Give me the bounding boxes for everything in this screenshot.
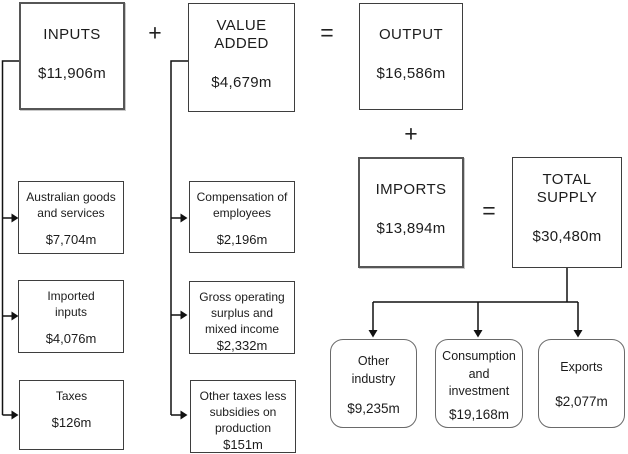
arrow-to-compensation (180, 213, 188, 223)
other-industry-value: $9,235m (347, 401, 400, 416)
arrow-to-australian-goods (11, 213, 19, 223)
imports-title: IMPORTS (375, 181, 447, 198)
australian-goods-title: Australian goods and services (26, 190, 116, 220)
equals-operator-top: = (320, 19, 334, 46)
output-box: OUTPUT $16,586m (359, 3, 463, 110)
inputs-box: INPUTS $11,906m (19, 2, 125, 110)
imported-inputs-box: Imported inputs $4,076m (18, 280, 124, 353)
australian-goods-value: $7,704m (45, 232, 97, 247)
compensation-employees-title: Compensation of employees (196, 190, 288, 220)
plus-operator-middle: + (404, 120, 418, 147)
inputs-branch-line (1, 60, 19, 415)
value-added-title: VALUE ADDED (214, 17, 269, 52)
total-supply-title: TOTAL SUPPLY (536, 171, 598, 206)
gross-operating-surplus-value: $2,332m (216, 338, 268, 353)
other-taxes-value: $151m (223, 437, 263, 452)
taxes-box: Taxes $126m (19, 380, 124, 450)
value-added-branch-line (170, 60, 188, 415)
imports-box: IMPORTS $13,894m (358, 157, 464, 268)
taxes-value: $126m (51, 415, 92, 430)
consumption-investment-box: Consumption and investment $19,168m (435, 339, 523, 428)
exports-value: $2,077m (555, 393, 608, 409)
value-added-box: VALUE ADDED $4,679m (188, 3, 295, 112)
australian-goods-box: Australian goods and services $7,704m (18, 181, 124, 254)
other-industry-box: Other industry $9,235m (330, 339, 417, 428)
arrow-to-taxes (11, 410, 19, 420)
imported-inputs-value: $4,076m (45, 331, 97, 346)
arrow-to-other-industry (368, 330, 378, 338)
gross-operating-surplus-title: Gross operating surplus and mixed income (199, 290, 285, 336)
gross-operating-surplus-box: Gross operating surplus and mixed income… (189, 281, 295, 354)
arrow-to-imported-inputs (11, 311, 19, 321)
consumption-investment-value: $19,168m (448, 406, 510, 422)
exports-box: Exports $2,077m (538, 339, 625, 428)
consumption-investment-title: Consumption and investment (442, 349, 516, 398)
arrow-to-consumption (473, 330, 483, 338)
imported-inputs-title: Imported inputs (47, 289, 95, 319)
taxes-title: Taxes (55, 389, 88, 403)
plus-operator-top: + (148, 19, 162, 46)
output-value: $16,586m (376, 65, 446, 82)
compensation-employees-value: $2,196m (216, 232, 268, 247)
arrow-to-gross-surplus (180, 310, 188, 320)
other-taxes-box: Other taxes less subsidies on production… (190, 380, 296, 453)
exports-title: Exports (560, 360, 603, 374)
arrow-to-other-taxes (180, 410, 188, 420)
total-supply-box: TOTAL SUPPLY $30,480m (512, 157, 622, 268)
inputs-title: INPUTS (43, 26, 101, 43)
equals-operator-middle: = (482, 197, 496, 224)
output-title: OUTPUT (378, 26, 444, 43)
other-taxes-title: Other taxes less subsidies on production (199, 389, 287, 435)
value-added-value: $4,679m (211, 74, 272, 91)
inputs-value: $11,906m (37, 65, 106, 82)
compensation-employees-box: Compensation of employees $2,196m (189, 181, 295, 253)
imports-value: $13,894m (376, 220, 446, 237)
arrow-to-exports (573, 330, 583, 338)
total-supply-value: $30,480m (532, 228, 602, 245)
other-industry-title: Other industry (351, 354, 396, 386)
